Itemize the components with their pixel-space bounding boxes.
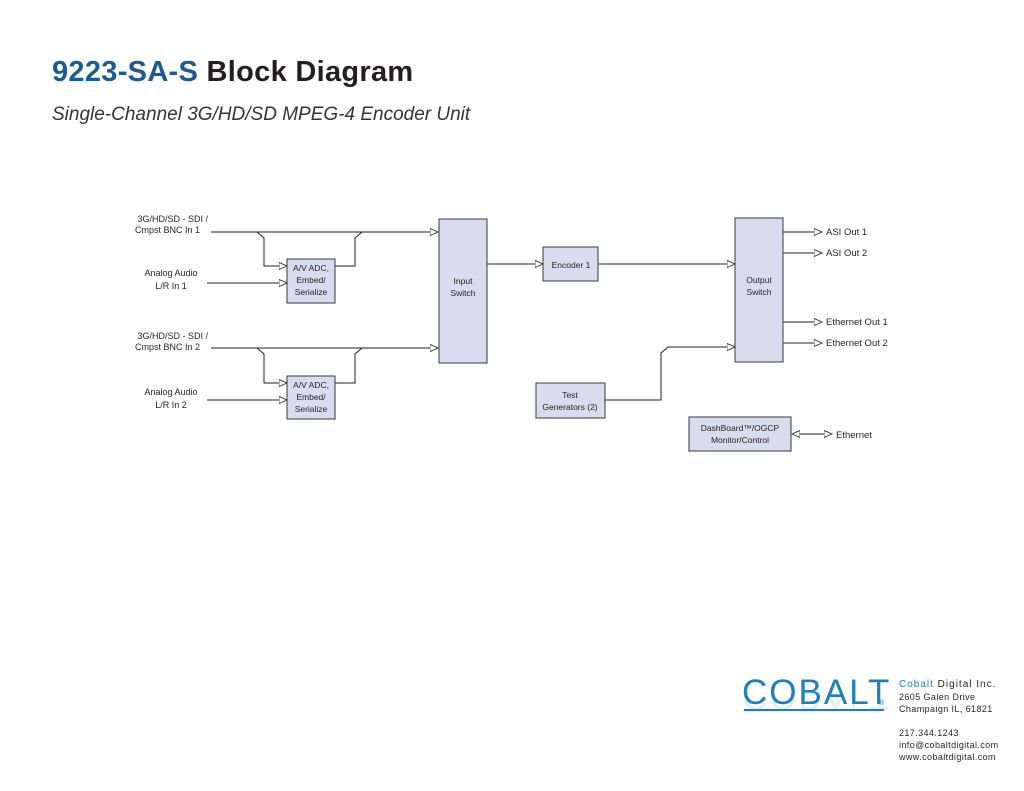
encoder-block: Encoder 1 <box>542 246 599 282</box>
input-switch-block: Input Switch <box>438 218 488 364</box>
wire-sdi1-to-adc1 <box>256 231 287 266</box>
block-line: Embed/ <box>296 275 326 285</box>
label-line: Analog Audio <box>144 268 197 278</box>
block-line: Monitor/Control <box>711 435 769 445</box>
cobalt-logo: COBALT <box>742 673 892 712</box>
spacer <box>899 715 998 727</box>
block-line: Input <box>454 276 474 286</box>
adc-block-1: A/V ADC, Embed/ Serialize <box>286 258 336 304</box>
output-label-ethernet-1: Ethernet Out 1 <box>826 317 888 328</box>
label-line: Analog Audio <box>144 387 197 397</box>
wires-channel-2 <box>207 348 438 400</box>
output-label-asi-2: ASI Out 2 <box>826 248 867 259</box>
block-line: Serialize <box>295 287 328 297</box>
label-line: L/R In 2 <box>155 400 187 410</box>
logo-underline <box>744 709 884 711</box>
website: www.cobaltdigital.com <box>899 752 996 762</box>
output-label-ethernet: Ethernet <box>836 430 872 441</box>
block-line: DashBoard™/OGCP <box>701 423 780 433</box>
company-name-part-2: Digital Inc. <box>933 679 997 690</box>
block-line: Embed/ <box>296 392 326 402</box>
block-line: Serialize <box>295 404 328 414</box>
logo-registered-mark: ® <box>879 700 885 707</box>
output-label-asi-1: ASI Out 1 <box>826 227 867 238</box>
wires-channel-1 <box>207 232 438 283</box>
input-label-sdi-2: 3G/HD/SD - SDI / Cmpst BNC In 2 <box>135 331 209 352</box>
block-line: Switch <box>450 288 475 298</box>
adc-block-2: A/V ADC, Embed/ Serialize <box>286 375 336 420</box>
wire-sdi2-to-adc2 <box>256 347 287 383</box>
address-line-2: Champaign IL, 61821 <box>899 704 993 714</box>
output-switch-block: Output Switch <box>734 217 784 363</box>
input-label-sdi-1: 3G/HD/SD - SDI / Cmpst BNC In 1 <box>135 214 209 235</box>
input-label-analog-1: Analog Audio L/R In 1 <box>144 268 197 291</box>
diagram-title: 9223-SA-S Block Diagram <box>52 56 414 89</box>
dashboard-block: DashBoard™/OGCP Monitor/Control <box>688 416 792 452</box>
company-name: Cobalt Digital Inc. <box>899 679 998 691</box>
label-line: L/R In 1 <box>155 281 187 291</box>
address-line-1: 2605 Galen Drive <box>899 692 976 702</box>
label-line: 3G/HD/SD - SDI / <box>137 331 208 341</box>
test-generators-block: Test Generators (2) <box>535 382 606 419</box>
wire-test-gen-to-output-switch <box>605 347 735 401</box>
output-wires <box>783 232 832 434</box>
label-line: Cmpst BNC In 2 <box>135 342 200 352</box>
block-line: Encoder 1 <box>552 260 591 270</box>
wire-adc1-return <box>335 231 363 267</box>
email-address: info@cobaltdigital.com <box>899 740 999 750</box>
block-line: Switch <box>746 287 771 297</box>
label-line: Cmpst BNC In 1 <box>135 225 200 235</box>
phone-number: 217.344.1243 <box>899 728 959 738</box>
block-line: A/V ADC, <box>293 380 329 390</box>
block-line: Output <box>746 275 772 285</box>
title-text: Block Diagram <box>206 56 414 88</box>
output-label-ethernet-2: Ethernet Out 2 <box>826 338 888 349</box>
model-number: 9223-SA-S <box>52 56 199 88</box>
block-line: Generators (2) <box>542 402 597 412</box>
contact-info: Cobalt Digital Inc. 2605 Galen Drive Cha… <box>899 679 998 763</box>
block-line: A/V ADC, <box>293 263 329 273</box>
label-line: 3G/HD/SD - SDI / <box>137 214 208 224</box>
logo-reflection: COBALT <box>742 700 891 714</box>
input-label-analog-2: Analog Audio L/R In 2 <box>144 387 197 410</box>
wire-adc2-return <box>335 347 363 384</box>
diagram-subtitle: Single-Channel 3G/HD/SD MPEG-4 Encoder U… <box>52 104 471 125</box>
block-line: Test <box>562 390 578 400</box>
company-name-part-1: Cobalt <box>899 679 934 690</box>
